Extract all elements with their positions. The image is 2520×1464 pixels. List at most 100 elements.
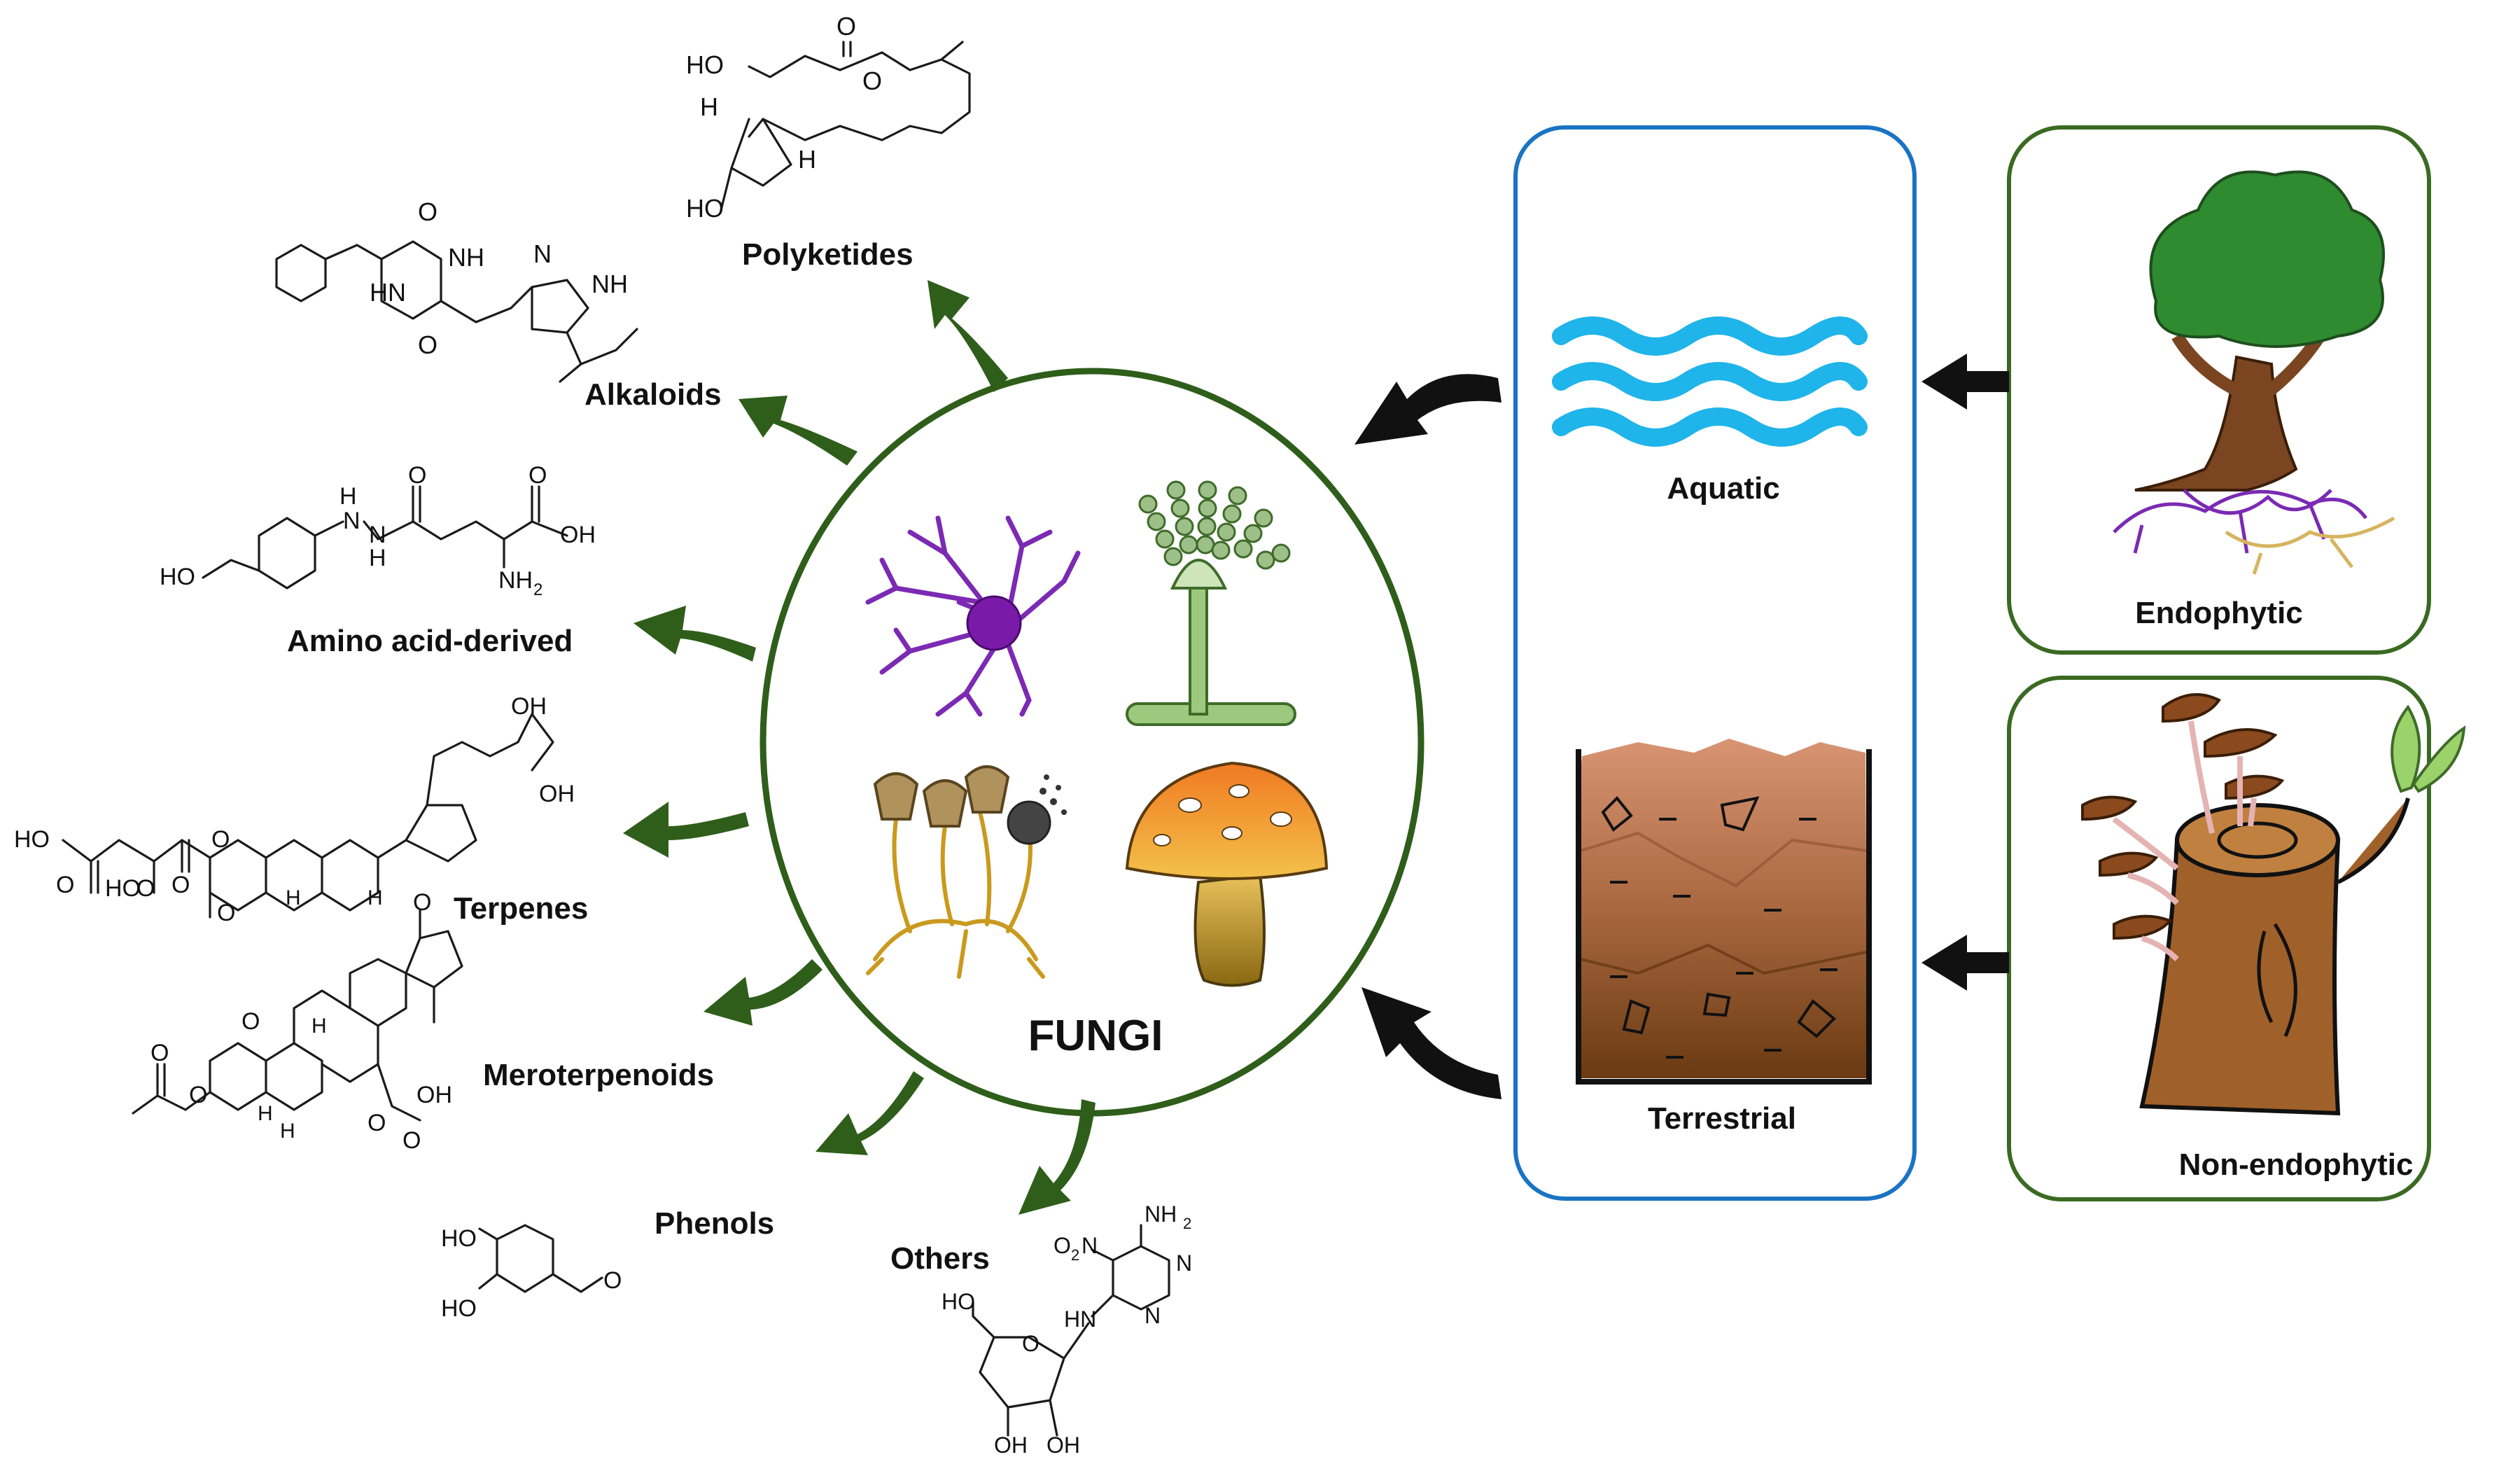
poly-ho-bottom: HO xyxy=(686,194,724,223)
water-waves-icon xyxy=(1552,316,1868,447)
alk-o-bottom: O xyxy=(418,330,438,359)
environment-panel: Aquatic Terrestrial xyxy=(1513,125,1917,1201)
poly-h-left: H xyxy=(700,92,718,121)
amino-o-carbonyl: O xyxy=(408,462,426,489)
terp-h-1: H xyxy=(286,886,301,909)
terp-ho-mid: HO xyxy=(105,875,141,902)
meroterpenoid-structure: O O O O H H OH O O H xyxy=(132,889,463,1154)
label-endophytic: Endophytic xyxy=(2135,596,2303,630)
arrow-aquatic-to-fungi xyxy=(1354,374,1502,445)
terp-o-ester: O xyxy=(211,826,230,853)
alk-o-top: O xyxy=(418,197,438,226)
fungi-circle-group: FUNGI xyxy=(760,368,1424,1117)
poly-o-ring: O xyxy=(862,67,882,95)
amino-n-2: N xyxy=(369,522,386,548)
other-n-nitro: N xyxy=(1082,1233,1098,1258)
arrow-meroterpenoids xyxy=(704,959,822,1026)
sporangia-icon xyxy=(866,765,1067,979)
other-ho: HO xyxy=(941,1289,975,1314)
spore-icon xyxy=(966,595,1022,651)
mero-o-ketone: O xyxy=(413,889,431,916)
phenol-structure: HO HO O xyxy=(441,1224,622,1322)
alk-n-imid: N xyxy=(533,239,552,268)
amino-n-1: N xyxy=(343,508,360,534)
soil-layers-icon xyxy=(1576,739,1872,1085)
lifestyle-panels: Endophytic xyxy=(2007,125,2466,1201)
terp-o-2: O xyxy=(172,872,190,898)
terp-o-1: O xyxy=(56,872,74,898)
other-n-ring-1: N xyxy=(1176,1250,1192,1276)
terp-ho-left: HO xyxy=(14,826,50,853)
alkaloid-structure: O NH N HN NH O xyxy=(275,197,638,383)
mero-oh: OH xyxy=(416,1082,452,1108)
mero-h-3: H xyxy=(258,1102,273,1125)
other-sub2-a: 2 xyxy=(1183,1215,1191,1232)
amino-o-acid: O xyxy=(528,462,547,489)
mero-o-2: O xyxy=(189,1082,207,1108)
label-terpenes: Terpenes xyxy=(454,891,588,926)
label-polyketides: Polyketides xyxy=(742,237,913,272)
amino-ho: HO xyxy=(160,564,195,590)
tree-icon xyxy=(2113,170,2395,575)
arrow-others xyxy=(1018,1099,1096,1215)
amino-sub2: 2 xyxy=(533,580,542,599)
arrow-nonendophytic-to-env xyxy=(1921,935,2009,991)
arrow-polyketides xyxy=(927,280,1008,392)
other-oh-1: OH xyxy=(994,1432,1028,1458)
conidiophore-icon xyxy=(1126,480,1296,726)
fungi-circle xyxy=(760,368,1424,1117)
arrow-terpenes xyxy=(623,802,749,858)
poly-ho-top: HO xyxy=(686,50,724,79)
alk-nh-imid: NH xyxy=(592,270,628,298)
polyketide-structure: HO O O H H HO xyxy=(686,12,971,223)
label-meroterpenoids: Meroterpenoids xyxy=(483,1058,714,1092)
label-aquatic: Aquatic xyxy=(1667,471,1779,506)
arrow-alkaloids xyxy=(738,396,858,466)
mero-o-1: O xyxy=(150,1040,169,1066)
label-others: Others xyxy=(890,1241,990,1276)
arrow-endophytic-to-env xyxy=(1921,354,2009,410)
arrow-amino xyxy=(634,606,756,662)
amino-structure: H N N H O O OH HO NH 2 xyxy=(160,462,596,599)
label-amino: Amino acid-derived xyxy=(287,624,573,658)
other-oh-2: OH xyxy=(1046,1432,1080,1458)
mero-h-2: H xyxy=(280,1120,295,1143)
other-sub2-b: 2 xyxy=(1071,1246,1079,1264)
other-hn: HN xyxy=(1064,1306,1096,1332)
poly-o-carbonyl: O xyxy=(836,12,856,41)
phenol-ho-1: HO xyxy=(441,1225,477,1252)
flow-arrows xyxy=(1354,354,2009,1099)
mero-o-3: O xyxy=(368,1110,386,1136)
terp-oh-top: OH xyxy=(511,693,547,720)
other-o: O xyxy=(1054,1233,1071,1258)
terp-o-3: O xyxy=(136,875,155,902)
mero-o-4: O xyxy=(402,1127,421,1154)
fungi-label: FUNGI xyxy=(1028,1012,1163,1060)
phenol-ho-2: HO xyxy=(441,1295,477,1322)
terpene-structure: OH OH HO O O O HO O O H H xyxy=(14,693,575,926)
mushroom-icon xyxy=(1125,761,1329,987)
poly-h-right: H xyxy=(798,145,816,174)
other-o-ring: O xyxy=(1022,1331,1040,1356)
terp-o-ketone: O xyxy=(217,900,235,926)
mero-o-ald: O xyxy=(241,1008,260,1035)
class-arrows xyxy=(623,280,1096,1215)
terp-h-2: H xyxy=(368,886,383,909)
alk-hn-left: HN xyxy=(370,278,406,307)
amino-oh: OH xyxy=(560,522,596,548)
label-terrestrial: Terrestrial xyxy=(1648,1101,1796,1136)
label-alkaloids: Alkaloids xyxy=(584,377,722,412)
other-nh: NH xyxy=(1144,1201,1177,1227)
amino-h-top: H xyxy=(340,483,357,510)
arrow-phenols xyxy=(816,1071,924,1155)
phenol-o-ald: O xyxy=(603,1267,622,1294)
amino-nh: NH xyxy=(498,567,533,594)
label-phenols: Phenols xyxy=(654,1206,774,1241)
alk-nh-right: NH xyxy=(448,243,484,272)
label-non-endophytic: Non-endophytic xyxy=(2179,1148,2414,1182)
arrow-terrestrial-to-fungi xyxy=(1362,987,1502,1099)
mero-h-1: H xyxy=(312,1015,327,1038)
other-n-ring-2: N xyxy=(1144,1303,1161,1328)
amino-h-bottom: H xyxy=(369,545,386,571)
